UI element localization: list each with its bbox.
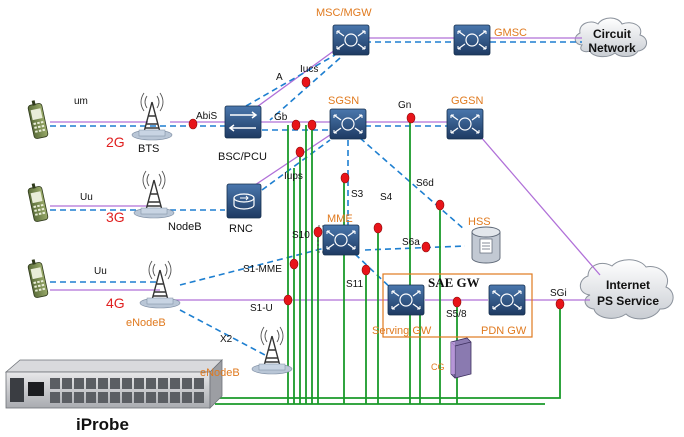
interface-iucs-label: Iucs [300, 64, 318, 75]
phone-3g [26, 181, 49, 223]
internet-label-1: Internet [606, 278, 650, 292]
interface-a-label: A [276, 72, 283, 83]
interface-gb-label: Gb [274, 112, 288, 123]
probe-points [188, 76, 565, 310]
probe-point-iucs [301, 76, 311, 88]
probe-point-gn [406, 112, 416, 124]
bts-label: BTS [138, 143, 159, 155]
control-plane-links [50, 41, 582, 356]
hss-label: HSS [468, 216, 491, 228]
interface-s4-label: S4 [380, 192, 393, 203]
interface-gn-label: Gn [398, 100, 411, 111]
probe-point-s6d [435, 199, 445, 211]
bts-tower-icon [131, 92, 173, 141]
probe-point-sgi [555, 298, 565, 310]
mme-label: MME [327, 213, 353, 225]
interface-x2-label: X2 [220, 334, 233, 345]
interface-uu-4g-label: Uu [94, 266, 107, 277]
internet-label-2: PS Service [597, 294, 659, 308]
probe-links [215, 118, 561, 405]
pdn-gw-icon [488, 284, 526, 316]
interface-s10-label: S10 [292, 230, 310, 241]
nodeb-label: NodeB [168, 221, 202, 233]
rnc-label: RNC [229, 223, 253, 235]
probe-point-s11 [361, 264, 371, 276]
mme-icon [322, 224, 360, 256]
enodeb-tower-icon [139, 260, 181, 309]
cg-server-icon [450, 337, 472, 379]
phone-4g [26, 257, 49, 299]
iprobe-label: iProbe [76, 415, 129, 434]
interface-s6d-label: S6d [416, 178, 434, 189]
interface-s11-label: S11 [346, 279, 363, 290]
msc-mgw-icon [332, 24, 370, 56]
bsc-pcu-icon [224, 105, 262, 139]
generation-4g-label: 4G [106, 295, 125, 311]
interface-abis-label: AbiS [196, 111, 217, 122]
enodeb-label: eNodeB [126, 317, 166, 329]
sae-gw-box [382, 273, 533, 338]
probe-point-s1-mme [289, 258, 299, 270]
interface-sgi-label: SGi [550, 288, 567, 299]
sae-gw-label: SAE GW [428, 275, 480, 290]
probe-point-s6a [421, 241, 431, 253]
enodeb-2-label: eNodeB [200, 367, 240, 379]
probe-point-gb-2 [307, 119, 317, 131]
phone-2g [26, 98, 49, 140]
cg-label: CG [431, 362, 445, 372]
ggsn-label: GGSN [451, 95, 483, 107]
interface-uu-3g-label: Uu [80, 192, 93, 203]
interface-s6a-label: S6a [402, 237, 420, 248]
probe-point-s5-8 [452, 296, 462, 308]
msc-mgw-label: MSC/MGW [316, 7, 372, 19]
enodeb-2-tower-icon [251, 326, 293, 375]
sgsn-icon [329, 108, 367, 140]
serving-gw-icon [387, 284, 425, 316]
probe-point-iups [295, 146, 305, 158]
user-plane-links [50, 37, 601, 301]
circuit-network-cloud: Circuit Network [574, 17, 647, 58]
interface-s3-label: S3 [351, 189, 364, 200]
bsc-pcu-label: BSC/PCU [218, 151, 267, 163]
probe-point-s1-u [283, 294, 293, 306]
interface-s1-mme-label: S1-MME [243, 264, 282, 275]
internet-cloud: Internet PS Service [579, 259, 674, 320]
nodeb-tower-icon [133, 170, 175, 219]
ggsn-icon [446, 108, 484, 140]
hss-database-icon [471, 226, 501, 264]
probe-point-gb [291, 119, 301, 131]
iprobe-rack-icon [4, 359, 223, 409]
rnc-icon [226, 183, 262, 219]
generation-3g-label: 3G [106, 209, 125, 225]
interface-s5-8-label: S5/8 [446, 309, 467, 320]
probe-point-abis [188, 118, 198, 130]
circuit-network-label-1: Circuit [593, 27, 631, 41]
interface-um-label: um [74, 96, 88, 107]
probe-point-s3 [340, 172, 350, 184]
circuit-network-label-2: Network [588, 41, 636, 55]
probe-point-s10 [313, 226, 323, 238]
gmsc-label: GMSC [494, 27, 527, 39]
gmsc-icon [453, 24, 491, 56]
generation-2g-label: 2G [106, 134, 125, 150]
interface-iups-label: Iups [284, 171, 303, 182]
interface-s1-u-label: S1-U [250, 303, 273, 314]
serving-gw-label: Serving GW [372, 325, 432, 337]
pdn-gw-label: PDN GW [481, 325, 527, 337]
sgsn-label: SGSN [328, 95, 359, 107]
probe-point-s4 [373, 222, 383, 234]
